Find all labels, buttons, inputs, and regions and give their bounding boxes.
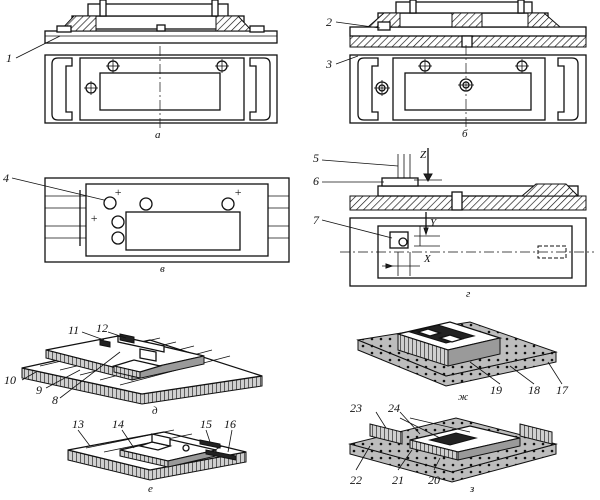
panel-e: 13 14 15 16 е	[67, 417, 247, 495]
callout-16: 16	[224, 417, 236, 431]
leader-7	[321, 219, 393, 239]
leader-3	[335, 55, 359, 65]
caption-g: г	[466, 288, 471, 300]
callout-14: 14	[112, 417, 124, 431]
axis-x-label: X	[423, 253, 432, 265]
callout-20: 20	[428, 473, 440, 487]
leader-16	[227, 429, 233, 453]
panel-b: 2 3 б	[325, 0, 587, 140]
leader-22	[355, 445, 371, 471]
panel-a-plan	[44, 46, 278, 130]
callout-13: 13	[72, 417, 84, 431]
panel-a-elevation	[44, 0, 278, 44]
panel-b-elevation	[349, 0, 587, 48]
callout-3: 3	[325, 57, 332, 71]
svg-text:+: +	[114, 185, 122, 199]
callout-22: 22	[350, 473, 362, 487]
callout-19: 19	[490, 383, 502, 397]
panel-d: 8 9 10 11 12 д	[4, 321, 263, 417]
leader-13	[77, 429, 91, 447]
leader-24	[399, 411, 421, 435]
callout-10: 10	[4, 373, 16, 387]
leader-9	[45, 369, 81, 389]
leader-21	[397, 449, 413, 471]
caption-e: е	[148, 483, 153, 495]
leader-17	[547, 361, 563, 385]
leader-8	[59, 351, 121, 399]
panel-v: + + + 4 в	[3, 171, 290, 275]
panel-z: 23 24 22 21 20 з	[348, 401, 558, 495]
callout-21: 21	[392, 473, 404, 487]
panel-a: 1 а	[6, 0, 278, 141]
leader-10	[21, 371, 37, 381]
callout-24: 24	[388, 401, 400, 415]
leader-11	[81, 331, 105, 341]
callout-2: 2	[326, 15, 332, 29]
leader-12	[107, 331, 127, 339]
caption-v: в	[160, 263, 165, 275]
callout-12: 12	[96, 321, 108, 335]
panel-zh: 19 18 17 ж	[356, 321, 569, 403]
callout-15: 15	[200, 417, 212, 431]
leader-4	[11, 177, 105, 201]
callout-9: 9	[36, 383, 42, 397]
leader-14	[121, 429, 135, 449]
callout-5: 5	[313, 151, 319, 165]
leader-5	[321, 159, 399, 167]
panel-g-elevation	[349, 148, 587, 211]
callout-6: 6	[313, 174, 319, 188]
axis-y-label: Y	[430, 217, 438, 229]
leader-15	[205, 429, 211, 443]
callout-18: 18	[528, 383, 540, 397]
leader-19	[469, 361, 501, 385]
callout-23: 23	[350, 401, 362, 415]
panel-b-plan	[349, 45, 587, 130]
svg-text:+: +	[90, 211, 98, 225]
panel-g: Z 5 6 Y X 7 г	[313, 148, 594, 300]
caption-d: д	[152, 405, 158, 417]
caption-a: а	[155, 129, 161, 141]
callout-17: 17	[556, 383, 569, 397]
callout-1: 1	[6, 51, 12, 65]
caption-z: з	[469, 483, 474, 495]
panel-g-plan	[340, 212, 594, 287]
callout-8: 8	[52, 393, 58, 407]
callout-4: 4	[3, 171, 9, 185]
caption-b: б	[462, 128, 468, 140]
panel-v-grooves	[45, 195, 289, 239]
svg-text:+: +	[234, 185, 242, 199]
axis-z-label: Z	[420, 149, 427, 161]
leader-1	[15, 35, 61, 59]
callout-7: 7	[313, 213, 320, 227]
leader-18	[509, 365, 535, 385]
leader-20	[433, 457, 441, 471]
leader-2	[335, 21, 381, 29]
callout-11: 11	[68, 323, 79, 337]
caption-zh: ж	[458, 391, 469, 403]
leader-23	[375, 411, 387, 429]
